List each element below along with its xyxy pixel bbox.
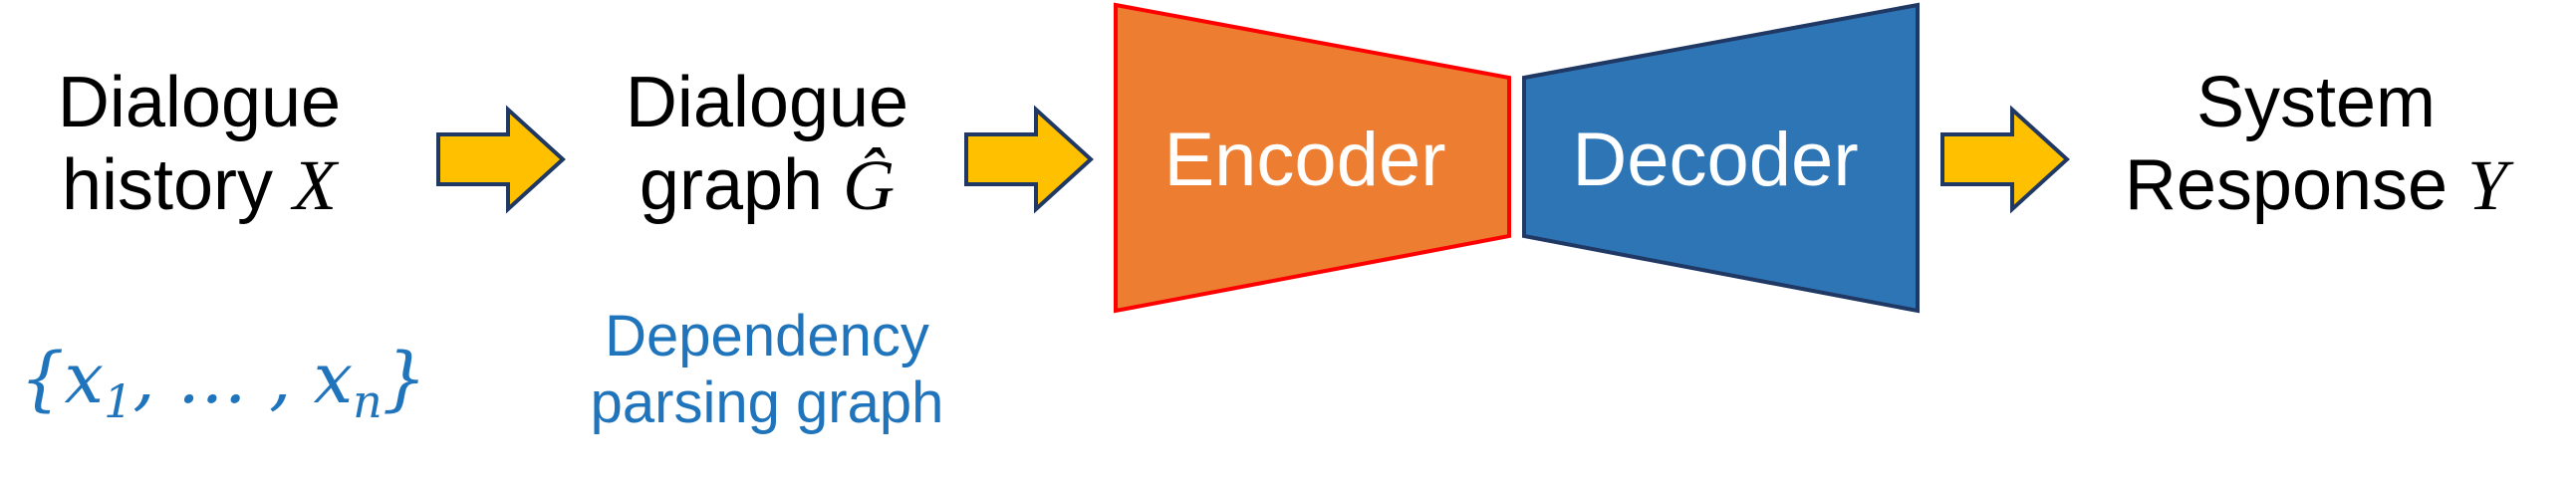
arrow-right-icon — [1940, 105, 2070, 214]
set-close-brace: } — [382, 338, 427, 419]
decoder-label: Decoder — [1572, 118, 1858, 202]
input-set-notation: {x1, … , xn} — [20, 338, 426, 428]
system-response-label: System Response Y — [2077, 62, 2555, 227]
decoder-block — [1522, 2, 1920, 314]
dependency-note-line1: Dependency — [605, 304, 929, 368]
variable-y: Y — [2467, 144, 2508, 225]
dialogue-history-line2: history X — [20, 144, 379, 227]
system-response-line1: System — [2195, 63, 2437, 142]
set-open-brace: { — [20, 338, 65, 419]
encoder-label: Encoder — [1163, 118, 1445, 202]
dialogue-graph-line1: Dialogue — [625, 63, 909, 142]
system-response-text: Response — [2124, 144, 2468, 225]
set-xn: x — [313, 338, 354, 419]
arrow-right-icon — [964, 105, 1094, 214]
variable-x: X — [293, 144, 338, 225]
dialogue-history-line1: Dialogue — [57, 63, 342, 142]
dependency-parsing-note: Dependency parsing graph — [558, 304, 976, 436]
set-x1: x — [64, 338, 105, 419]
dialogue-history-label: Dialogue history X — [20, 62, 379, 227]
dependency-note-line2: parsing graph — [590, 369, 944, 435]
dialogue-history-text: history — [61, 144, 294, 225]
system-response-line2: Response Y — [2077, 144, 2555, 227]
set-ellipsis: , … , — [132, 338, 314, 419]
dialogue-graph-line2: graph Ĝ — [588, 144, 946, 227]
encoder-block — [1114, 2, 1511, 314]
dialogue-graph-text: graph — [639, 144, 844, 225]
variable-g-hat: Ĝ — [843, 144, 896, 225]
set-subscript-1: 1 — [104, 374, 133, 428]
set-subscript-n: n — [353, 374, 383, 428]
dialogue-graph-label: Dialogue graph Ĝ — [588, 62, 946, 227]
arrow-right-icon — [436, 105, 566, 214]
